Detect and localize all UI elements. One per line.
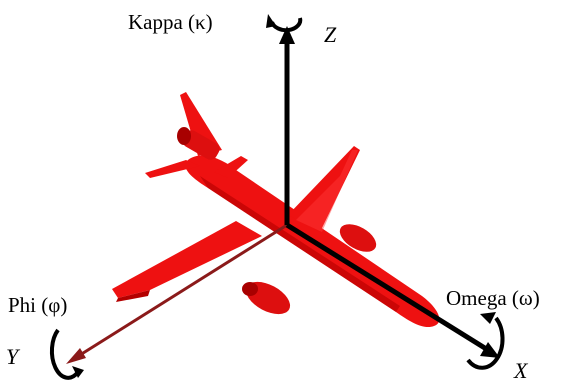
airplane-left-wing bbox=[112, 221, 262, 298]
y-axis-arrowhead bbox=[66, 348, 86, 364]
airplane-right-wing bbox=[288, 146, 360, 232]
airplane-right-engine bbox=[339, 224, 377, 252]
z-axis-arrowhead bbox=[279, 26, 295, 44]
airplane-tail-fin bbox=[180, 92, 222, 156]
x-axis-arrowhead bbox=[480, 342, 500, 358]
airplane-horizontal-stabilizer bbox=[145, 160, 200, 178]
omega-label: Omega (ω) bbox=[446, 286, 540, 310]
airplane-tail-engine bbox=[182, 130, 220, 160]
y-axis-label: Y bbox=[6, 344, 21, 369]
z-axis-label: Z bbox=[324, 22, 337, 47]
x-axis-line bbox=[285, 222, 490, 353]
y-axis-line bbox=[71, 223, 288, 362]
omega-rotation-icon bbox=[466, 312, 505, 370]
kappa-label: Kappa (κ) bbox=[128, 10, 213, 34]
kappa-rotation-icon bbox=[266, 14, 303, 33]
x-axis-label: X bbox=[513, 358, 529, 383]
phi-label: Phi (φ) bbox=[8, 293, 67, 317]
phi-rotation-icon bbox=[49, 328, 84, 380]
